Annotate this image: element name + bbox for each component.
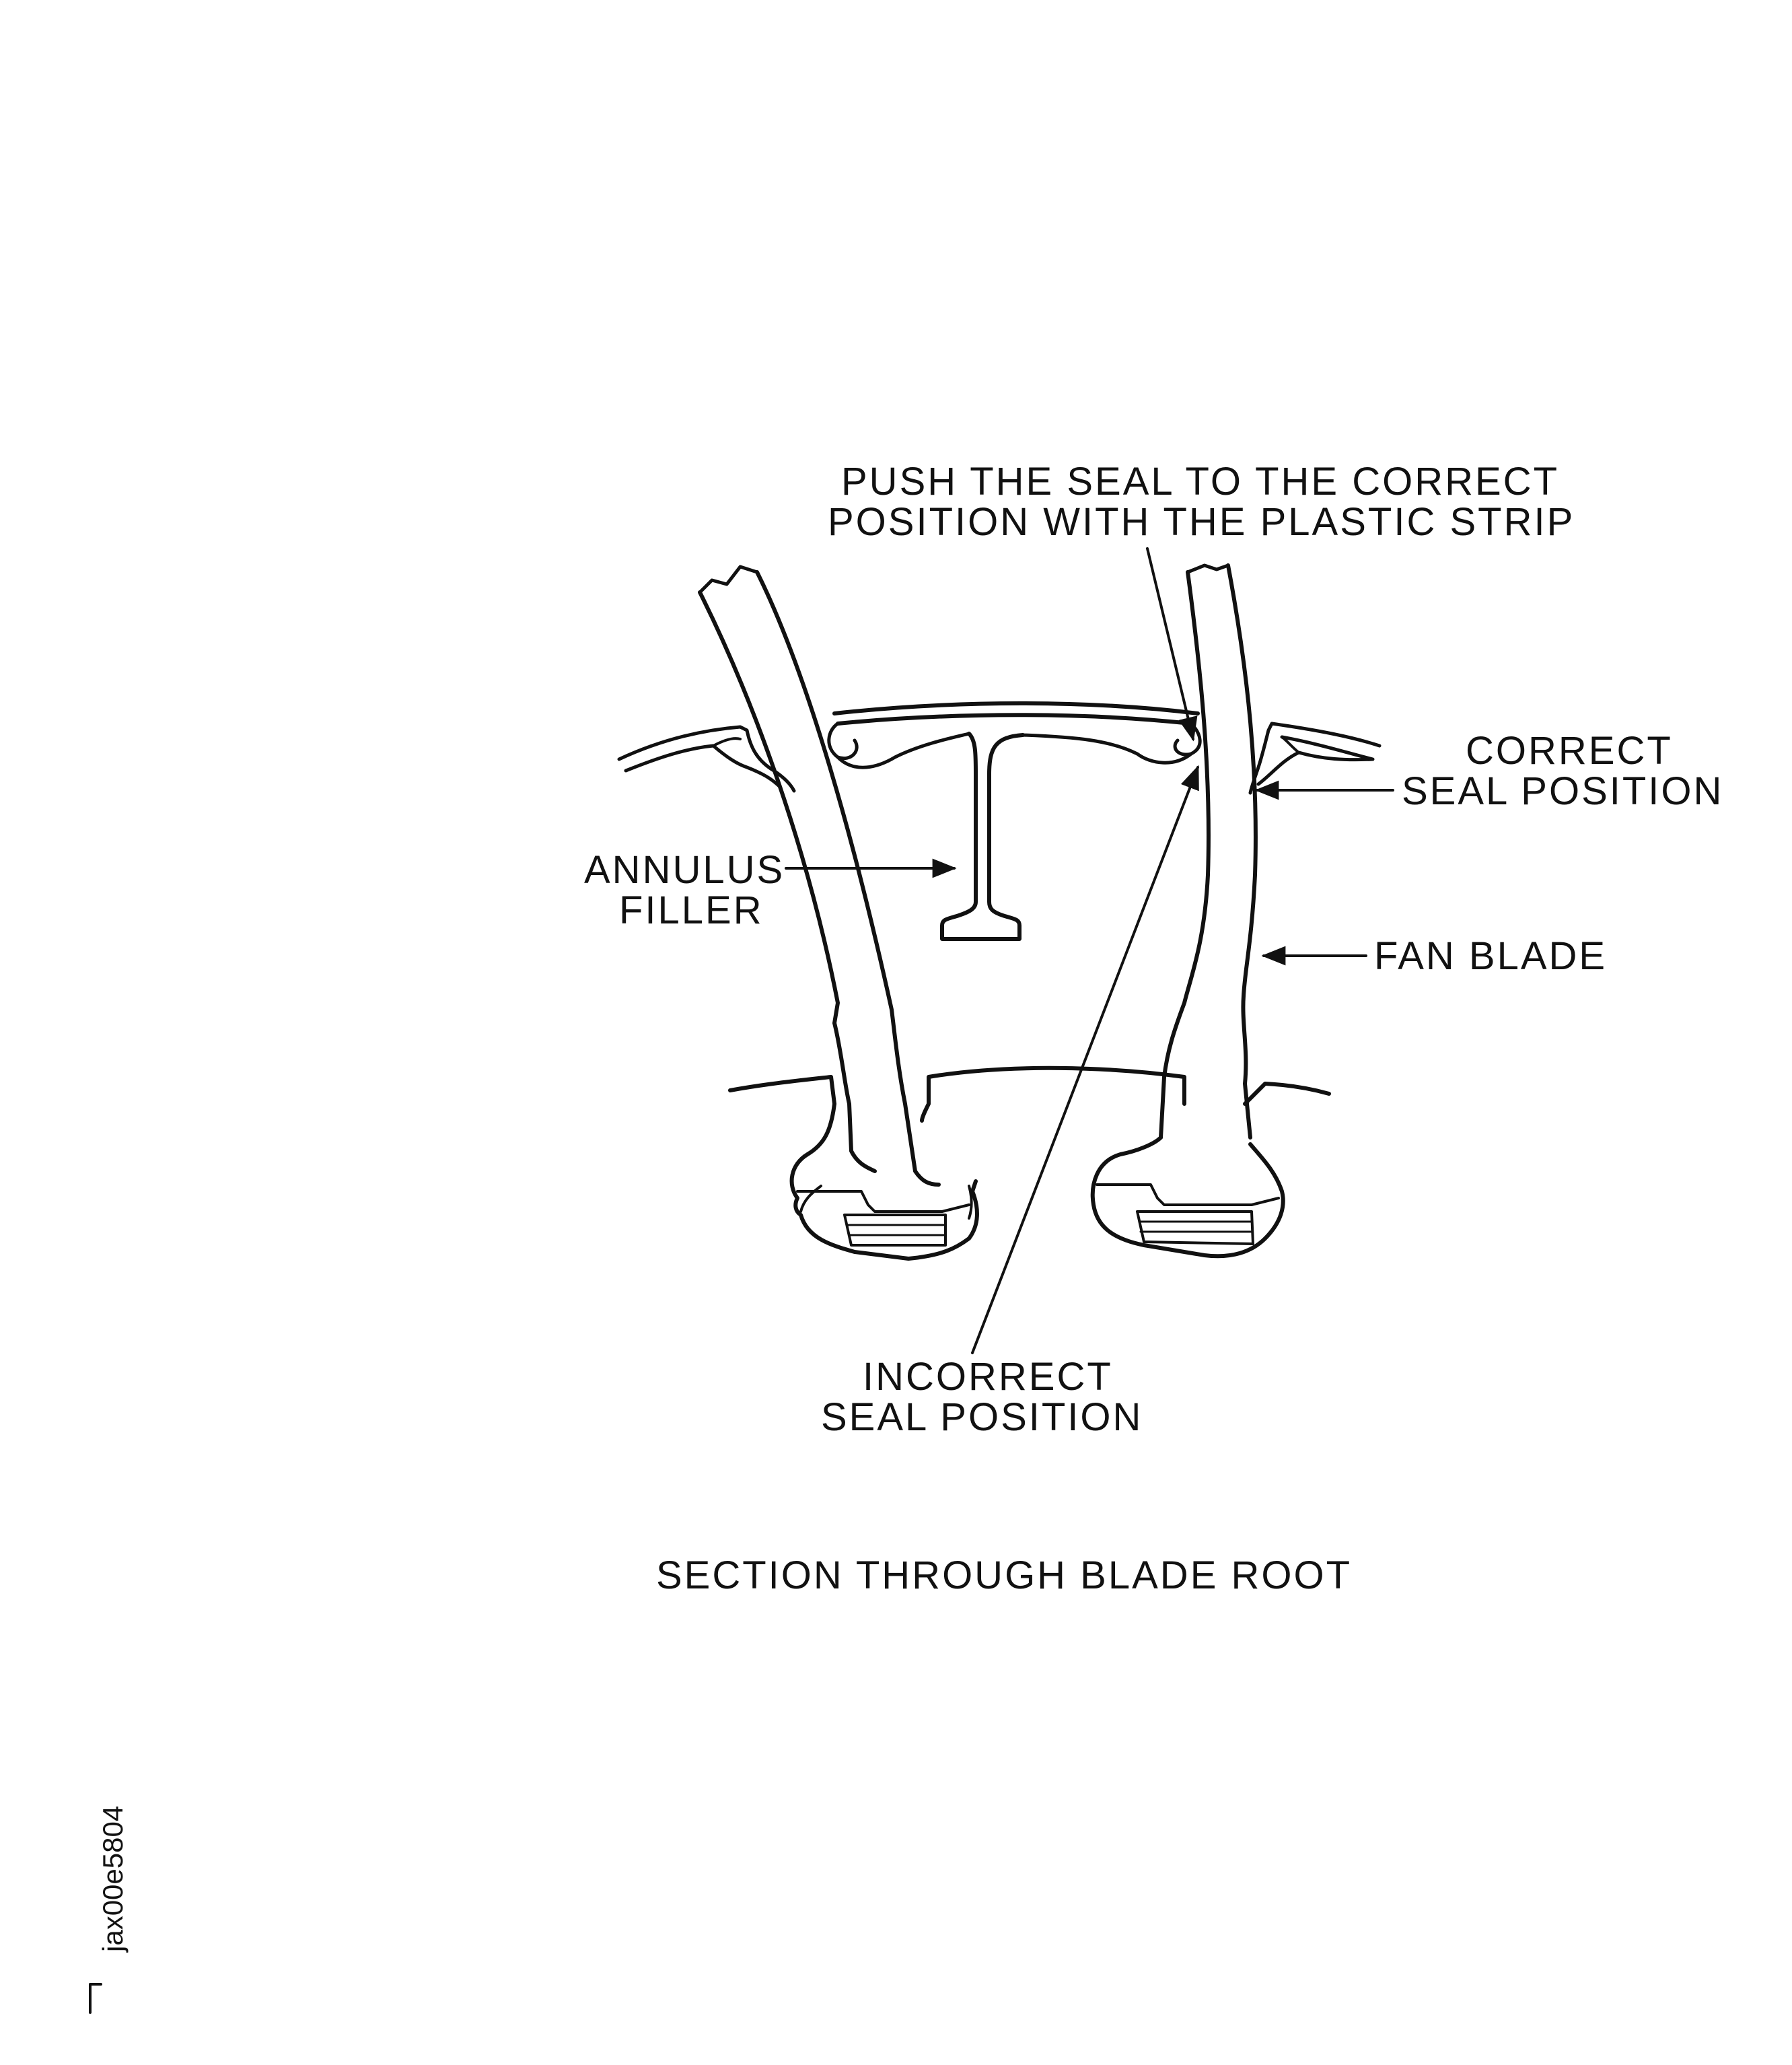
- figure-caption: SECTION THROUGH BLADE ROOT: [656, 1553, 1352, 1597]
- figure-reference-text: jax00e5804: [97, 1806, 129, 1953]
- fan-blade-label: FAN BLADE: [1374, 934, 1607, 978]
- figure-reference-bracket: [89, 1983, 102, 2014]
- annulus-filler: [827, 701, 1202, 941]
- annulus-filler-label-line1: ANNULUS: [584, 848, 785, 892]
- push-seal-label-line2: POSITION WITH THE PLASTIC STRIP: [828, 500, 1575, 544]
- annulus-filler-label-line2: FILLER: [619, 888, 764, 932]
- incorrect-seal-label-line1: INCORRECT: [863, 1355, 1113, 1399]
- correct-seal-label-line2: SEAL POSITION: [1402, 769, 1723, 813]
- incorrect-seal-leader: [971, 765, 1199, 1354]
- leader-lines: [785, 547, 1394, 1354]
- incorrect-seal-label-line2: SEAL POSITION: [821, 1395, 1143, 1439]
- right-seal: [1248, 722, 1382, 795]
- left-fan-blade: [698, 565, 979, 1261]
- push-seal-label-line1: PUSH THE SEAL TO THE CORRECT: [841, 460, 1559, 503]
- correct-seal-label-line1: CORRECT: [1466, 729, 1673, 773]
- left-seal: [617, 725, 796, 793]
- hub-rim: [728, 1065, 1331, 1123]
- push-seal-leader: [1146, 547, 1198, 742]
- figure-reference: jax00e5804: [97, 1806, 129, 1953]
- right-fan-blade: [1090, 563, 1285, 1259]
